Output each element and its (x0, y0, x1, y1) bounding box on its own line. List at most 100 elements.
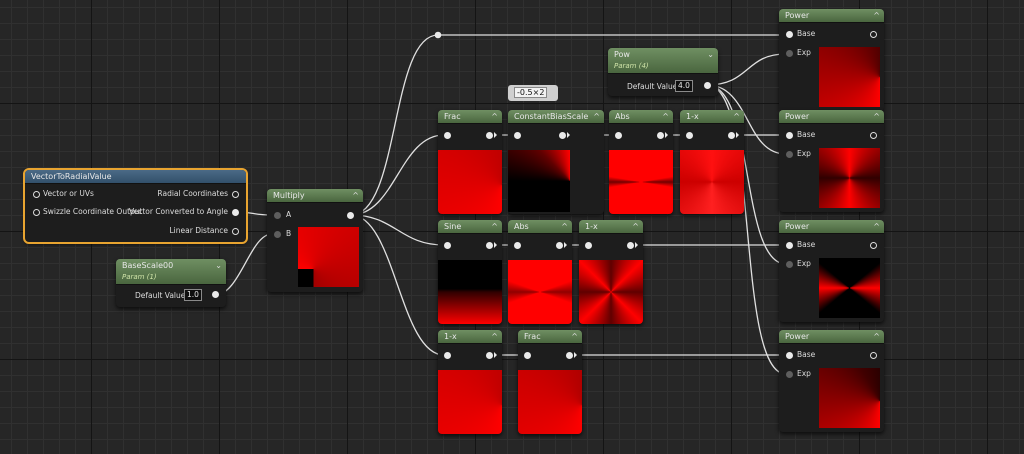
collapse-chevron-icon[interactable]: ^ (873, 222, 880, 231)
input-pin[interactable] (514, 132, 521, 139)
input-pin-exp[interactable] (786, 261, 793, 268)
collapse-chevron-icon[interactable]: ^ (632, 222, 639, 231)
input-pin[interactable] (686, 132, 693, 139)
input-pin-base[interactable] (786, 352, 793, 359)
node-basescale[interactable]: BaseScale00 Param (1) ⌄ Default Value 1.… (116, 259, 226, 307)
node-pow-param[interactable]: Pow Param (4) ⌄ Default Value 4.0 (608, 48, 718, 96)
pin-label: Base (797, 29, 816, 38)
node-one-minus[interactable]: 1-x^ (680, 110, 744, 214)
node-abs-2[interactable]: Abs^ (508, 220, 572, 324)
collapse-chevron-icon[interactable]: ^ (873, 112, 880, 121)
node-one-minus-3[interactable]: 1-x ^ (438, 330, 502, 434)
input-pin-base[interactable] (786, 31, 793, 38)
node-header[interactable]: Sine^ (438, 220, 502, 234)
node-header[interactable]: Frac^ (518, 330, 582, 344)
node-header[interactable]: BaseScale00 Param (1) ⌄ (116, 259, 226, 285)
comment-bubble[interactable]: -0.5×2 (508, 85, 558, 101)
output-pin[interactable] (627, 242, 634, 249)
input-pin[interactable] (585, 242, 592, 249)
node-header[interactable]: ConstantBiasScale^ (508, 110, 604, 124)
node-header[interactable]: Power^ (779, 110, 884, 124)
node-header[interactable]: Frac^ (438, 110, 502, 124)
output-pin[interactable] (657, 132, 664, 139)
input-pin[interactable] (514, 242, 521, 249)
node-header[interactable]: Abs^ (508, 220, 572, 234)
node-frac-2[interactable]: Frac^ (518, 330, 582, 434)
node-multiply[interactable]: Multiply^ A B (267, 189, 363, 292)
input-pin-exp[interactable] (786, 50, 793, 57)
collapse-chevron-icon[interactable]: ^ (873, 332, 880, 341)
input-pin-exp[interactable] (786, 371, 793, 378)
output-pin[interactable] (704, 82, 711, 89)
output-pin[interactable] (870, 352, 877, 359)
collapse-chevron-icon[interactable]: ^ (593, 112, 600, 121)
node-sine[interactable]: Sine^ (438, 220, 502, 324)
output-pin[interactable] (559, 132, 566, 139)
output-pin[interactable] (870, 132, 877, 139)
node-header[interactable]: Multiply^ (267, 189, 363, 203)
collapse-chevron-icon[interactable]: ^ (352, 191, 359, 200)
input-pin[interactable] (444, 352, 451, 359)
collapse-chevron-icon[interactable]: ^ (491, 332, 498, 341)
input-pin[interactable] (444, 132, 451, 139)
input-pin[interactable] (524, 352, 531, 359)
node-header[interactable]: Pow Param (4) ⌄ (608, 48, 718, 74)
output-pin[interactable] (728, 132, 735, 139)
default-value-input[interactable]: 4.0 (675, 80, 693, 92)
output-pin[interactable] (556, 242, 563, 249)
input-pin-vector[interactable] (33, 191, 40, 198)
collapse-chevron-icon[interactable]: ^ (571, 332, 578, 341)
node-header[interactable]: 1-x^ (579, 220, 643, 234)
output-pin-angle[interactable] (232, 209, 239, 216)
output-pin[interactable] (566, 352, 573, 359)
wire (350, 34, 439, 216)
preview-thumbnail (609, 150, 673, 214)
output-pin[interactable] (212, 291, 219, 298)
default-value-input[interactable]: 1.0 (184, 289, 202, 301)
input-pin-swizzle[interactable] (33, 209, 40, 216)
collapse-chevron-icon[interactable]: ⌄ (215, 261, 222, 270)
node-vector-to-radial[interactable]: VectorToRadialValue Vector or UVs Swizzl… (23, 168, 248, 244)
input-pin-base[interactable] (786, 242, 793, 249)
output-pin[interactable] (486, 132, 493, 139)
node-header[interactable]: Power^ (779, 330, 884, 344)
output-pin-radial[interactable] (232, 191, 239, 198)
collapse-chevron-icon[interactable]: ^ (662, 112, 669, 121)
output-pin[interactable] (870, 31, 877, 38)
input-pin[interactable] (444, 242, 451, 249)
collapse-chevron-icon[interactable]: ^ (491, 112, 498, 121)
expand-chevron-icon[interactable]: ⌄ (552, 209, 559, 214)
node-title: 1-x (444, 332, 457, 341)
node-abs[interactable]: Abs^ (609, 110, 673, 214)
preview-thumbnail (819, 148, 880, 208)
node-constant-bias-scale[interactable]: ConstantBiasScale^ ⌄ (508, 110, 604, 214)
collapse-chevron-icon[interactable]: ^ (561, 222, 568, 231)
node-header[interactable]: Power ^ (779, 9, 884, 23)
output-pin[interactable] (486, 242, 493, 249)
node-header[interactable]: Abs^ (609, 110, 673, 124)
node-power-4[interactable]: Power^ Base Exp (779, 330, 884, 432)
collapse-chevron-icon[interactable]: ^ (873, 11, 880, 20)
input-pin-a[interactable] (274, 212, 281, 219)
output-pin[interactable] (347, 212, 354, 219)
collapse-chevron-icon[interactable]: ^ (733, 112, 740, 121)
input-pin[interactable] (615, 132, 622, 139)
input-pin-base[interactable] (786, 132, 793, 139)
collapse-chevron-icon[interactable]: ^ (491, 222, 498, 231)
node-header[interactable]: 1-x^ (680, 110, 744, 124)
node-frac[interactable]: Frac^ (438, 110, 502, 214)
output-pin[interactable] (486, 352, 493, 359)
node-header[interactable]: Power^ (779, 220, 884, 234)
output-pin[interactable] (870, 242, 877, 249)
collapse-chevron-icon[interactable]: ⌄ (707, 50, 714, 59)
node-title: Power (785, 11, 810, 20)
node-one-minus-2[interactable]: 1-x^ (579, 220, 643, 324)
node-header[interactable]: VectorToRadialValue (25, 170, 246, 184)
node-power-3[interactable]: Power^ Base Exp (779, 220, 884, 322)
output-pin-distance[interactable] (232, 228, 239, 235)
input-pin-b[interactable] (274, 231, 281, 238)
node-power-1[interactable]: Power^ Base Exp (779, 9, 884, 111)
input-pin-exp[interactable] (786, 151, 793, 158)
node-header[interactable]: 1-x ^ (438, 330, 502, 344)
node-power-2[interactable]: Power^ Base Exp (779, 110, 884, 212)
